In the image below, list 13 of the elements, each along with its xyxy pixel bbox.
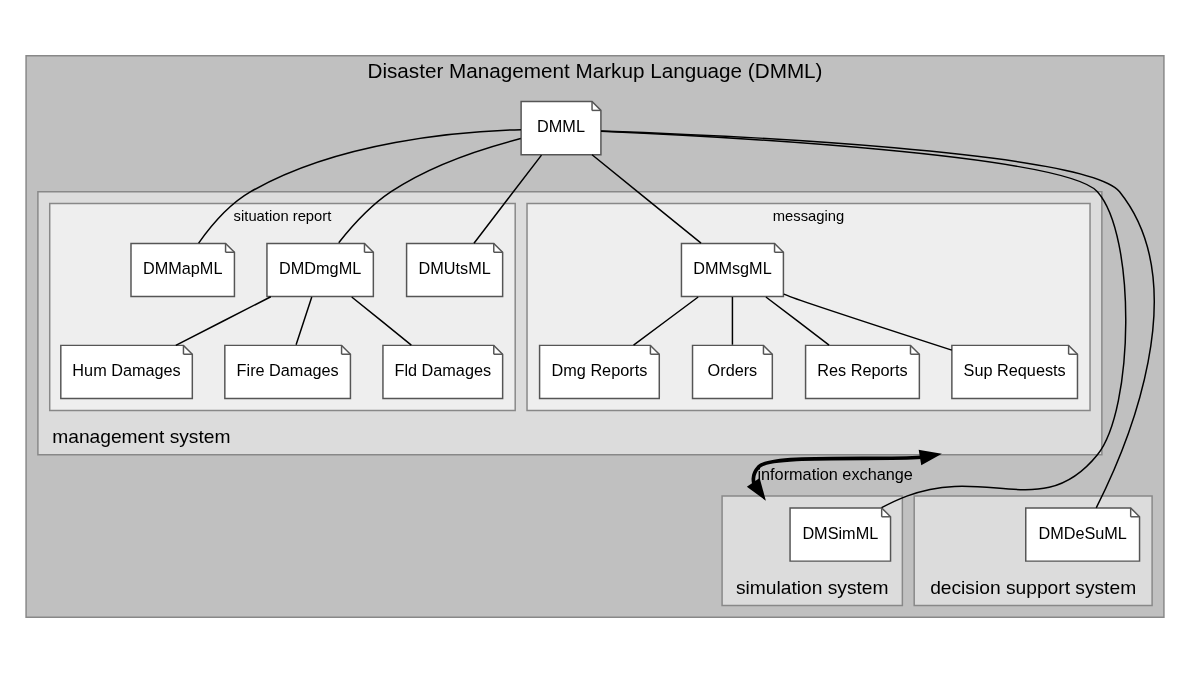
- connector: [765, 296, 830, 346]
- arrow: [746, 449, 942, 501]
- connector: [338, 137, 522, 244]
- connector: [632, 296, 699, 346]
- connector: [175, 296, 272, 347]
- connector: [591, 154, 702, 244]
- connector: [473, 154, 543, 244]
- connector: [731, 296, 734, 346]
- edge-label: information exchange: [757, 464, 913, 483]
- connector: [351, 296, 413, 346]
- connector: [783, 293, 953, 351]
- connector: [295, 296, 313, 346]
- connector: [197, 128, 522, 244]
